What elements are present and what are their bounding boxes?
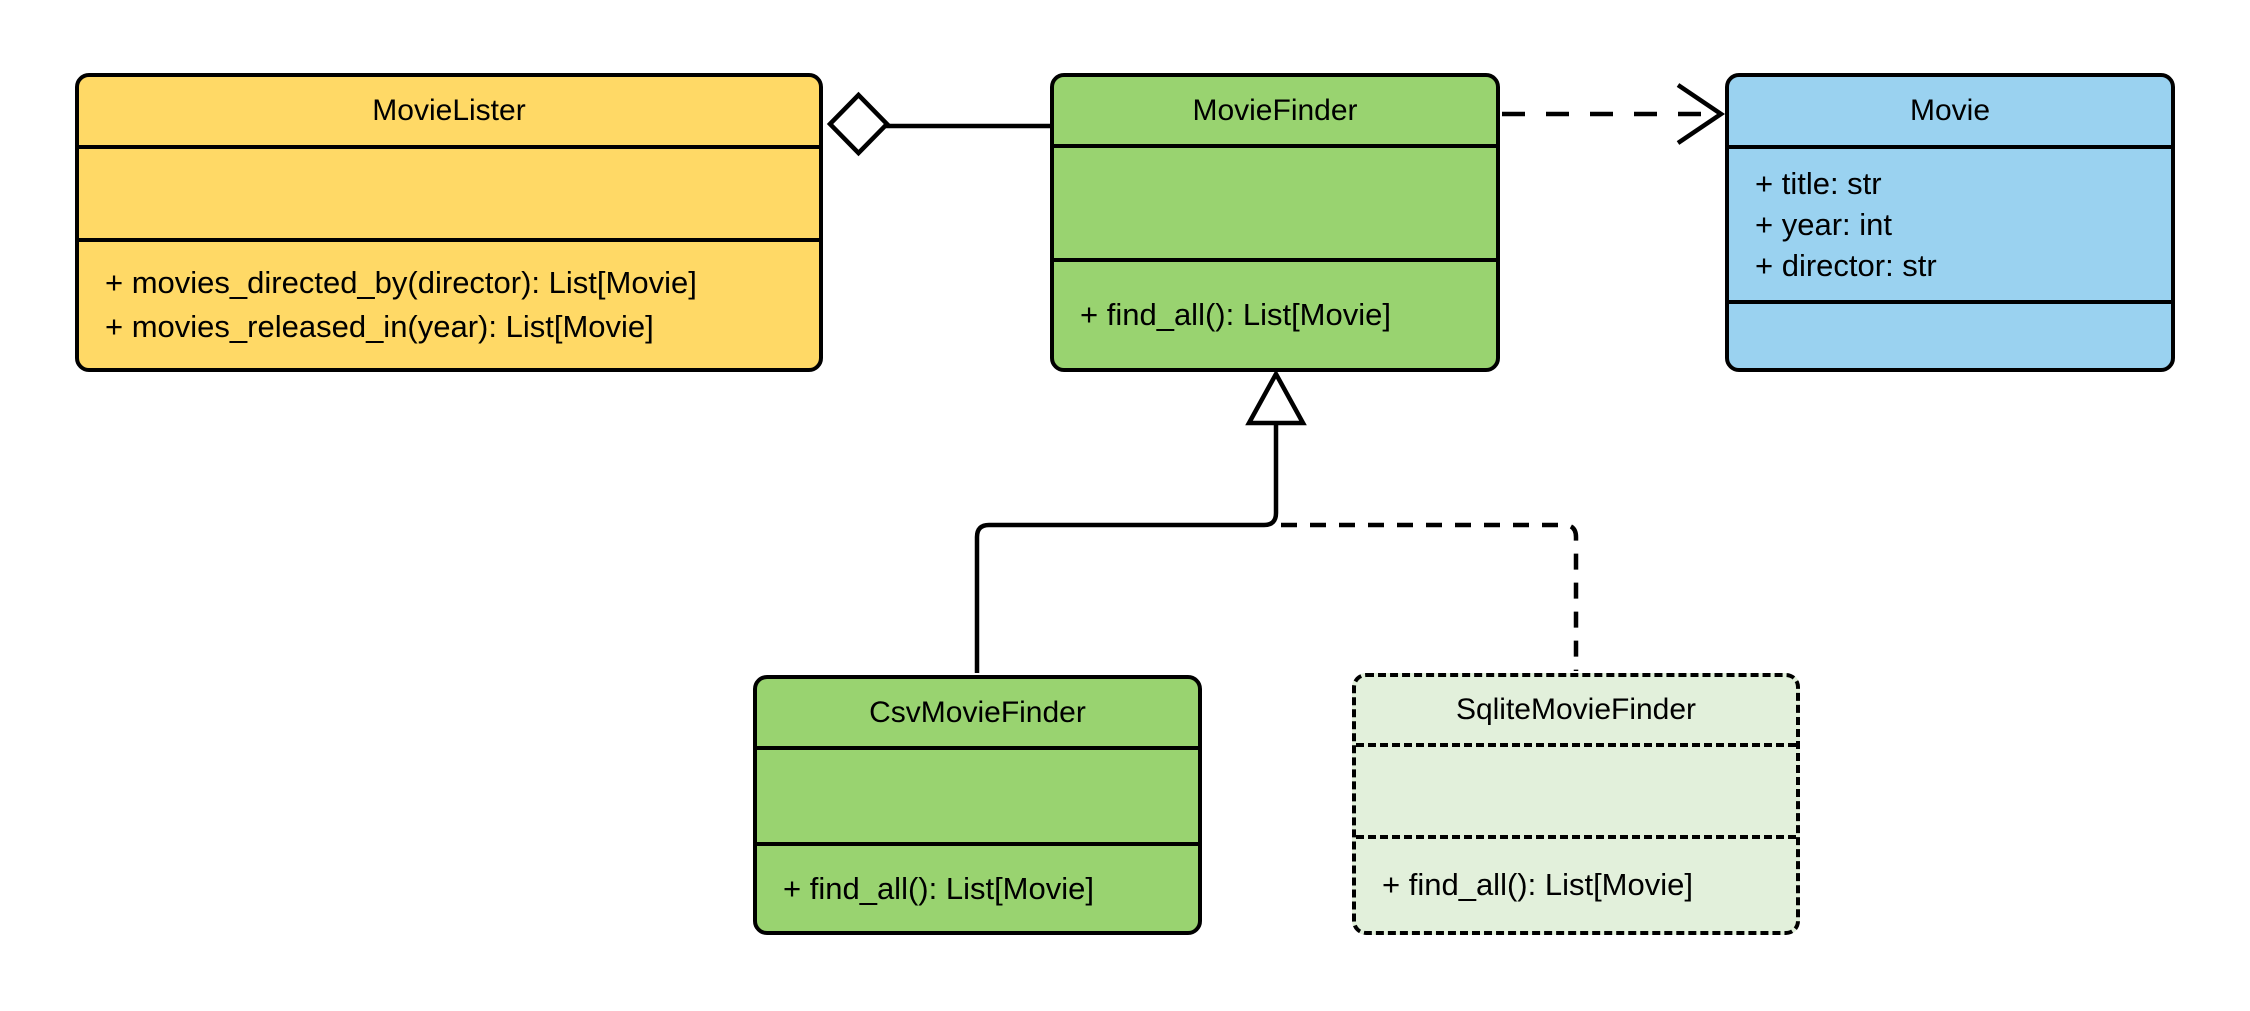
class-movie: Movie + title: str + year: int + directo… [1725,73,2175,372]
generalization-dashed-line [1281,522,1579,671]
method-label: + find_all(): List[Movie] [1080,297,1391,332]
dependency-open-arrow-icon [1676,83,1726,145]
class-moviefinder-attributes [1054,148,1496,262]
attribute-label: + title: str [1755,166,1882,201]
method-label: + movies_directed_by(director): List[Mov… [105,265,697,300]
class-moviefinder-title: MovieFinder [1054,77,1496,148]
aggregation-diamond-icon [826,91,891,157]
class-moviefinder: MovieFinder + find_all(): List[Movie] [1050,73,1500,372]
class-csvmoviefinder-methods: + find_all(): List[Movie] [757,846,1198,931]
method-label: + find_all(): List[Movie] [1382,867,1693,902]
class-csvmoviefinder: CsvMovieFinder + find_all(): List[Movie] [753,675,1202,935]
generalization-triangle-icon [1245,369,1307,426]
method-label: + find_all(): List[Movie] [783,870,1094,906]
class-csvmoviefinder-title: CsvMovieFinder [757,679,1198,750]
class-sqlitemoviefinder-attributes [1356,747,1796,839]
class-sqlitemoviefinder-methods: + find_all(): List[Movie] [1356,839,1796,931]
class-movielister-attributes [79,149,819,242]
class-movielister-title: MovieLister [79,77,819,149]
class-csvmoviefinder-attributes [757,750,1198,846]
class-sqlitemoviefinder-title: SqliteMovieFinder [1356,677,1796,747]
class-moviefinder-methods: + find_all(): List[Movie] [1054,262,1496,368]
class-sqlitemoviefinder: SqliteMovieFinder + find_all(): List[Mov… [1352,673,1800,935]
class-movielister: MovieLister + movies_directed_by(directo… [75,73,823,372]
class-movie-attributes: + title: str + year: int + director: str [1729,149,2171,304]
attribute-label: + director: str [1755,248,1937,283]
class-movielister-methods: + movies_directed_by(director): List[Mov… [79,242,819,368]
class-movie-methods [1729,304,2171,368]
generalization-solid-line [974,422,1279,673]
class-movie-title: Movie [1729,77,2171,149]
attribute-label: + year: int [1755,207,1892,242]
method-label: + movies_released_in(year): List[Movie] [105,309,654,344]
